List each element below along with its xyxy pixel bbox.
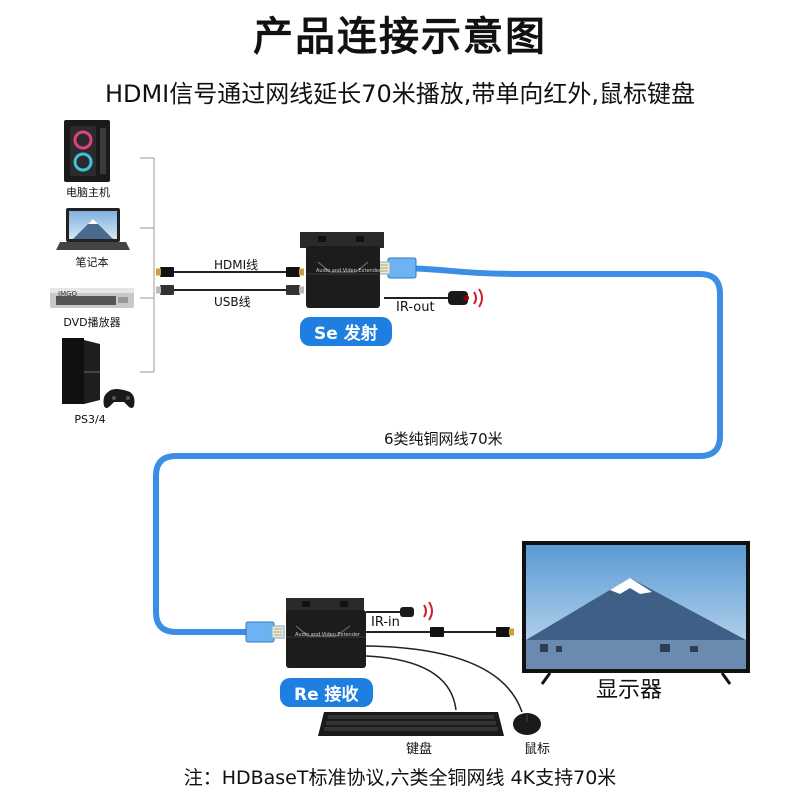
receiver-face-text: Audio and Video Extender (295, 632, 360, 638)
pc-tower-icon (64, 120, 110, 182)
mouse-icon (513, 713, 541, 735)
display-monitor (522, 541, 750, 684)
source-label-laptop: 笔记本 (42, 254, 142, 270)
laptop-icon (56, 208, 130, 250)
usb-cable-label: USB线 (214, 293, 251, 310)
usb-cables-peripherals (366, 646, 522, 712)
network-cable-label: 6类纯铜网线70米 (384, 428, 503, 449)
keyboard-label: 键盘 (406, 738, 432, 757)
transmitter-badge: Se 发射 (300, 317, 392, 346)
hdmi-cable-label: HDMI线 (214, 256, 258, 273)
keyboard-icon (318, 712, 504, 736)
ir-out-label: IR-out (396, 300, 435, 315)
rj45-plug-transmitter (378, 258, 416, 278)
ir-wave-icon (424, 602, 432, 620)
footnote: 注：HDBaseT标准协议,六类全铜网线 4K支持70米 (0, 763, 800, 790)
receiver-badge: Re 接收 (280, 678, 373, 707)
transmitter-face-text: Audio and Video Extender (316, 268, 381, 274)
source-label-pc: 电脑主机 (38, 184, 138, 200)
display-label: 显示器 (596, 672, 662, 704)
ir-wave-icon (474, 289, 482, 307)
game-console-icon (62, 338, 100, 404)
ir-in-label: IR-in (371, 615, 400, 630)
source-label-dvd: DVD播放器 (42, 314, 142, 330)
source-label-console: PS3/4 (40, 413, 140, 426)
dvd-brand-logo: JMGO (58, 290, 77, 298)
rj45-plug-receiver (246, 622, 284, 642)
game-controller-icon (104, 389, 135, 408)
source-bracket (140, 158, 154, 372)
mouse-label: 鼠标 (524, 738, 550, 757)
